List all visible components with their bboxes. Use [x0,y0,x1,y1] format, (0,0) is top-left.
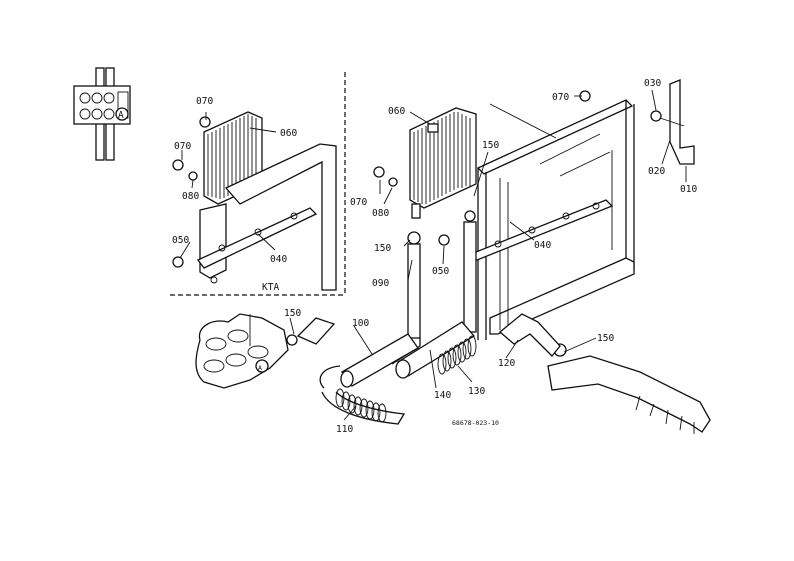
label-130: 130 [468,386,485,397]
spring-130 [437,335,477,375]
hose-140 [395,321,475,379]
label-150-right: 150 [597,333,614,344]
hose-110-spring [319,365,406,425]
main-oil-cooler [409,107,477,219]
drawing-code: 68678-023-10 [452,419,499,427]
inset-bracket-plate [196,143,337,291]
label-080-main: 080 [372,208,389,219]
pipe-right-150 [547,355,711,434]
label-060-main: 060 [388,106,405,117]
inset-leaders [179,112,277,259]
part-labels: 010 020 030 040 040 050 050 060 060 070 … [172,78,697,435]
label-070-inset-top: 070 [196,96,213,107]
label-020: 020 [648,166,665,177]
label-150-left: 150 [284,308,301,319]
label-010: 010 [680,184,697,195]
inset-label: KTA [262,282,279,293]
label-100: 100 [352,318,369,329]
inset-frame: KTA [170,72,346,296]
label-040-main: 040 [534,240,551,251]
inset-bolts [172,116,211,268]
main-fasteners [373,90,591,357]
legend-marker-a: A [118,110,124,121]
label-080-inset: 080 [182,191,199,202]
hose-100 [340,333,419,388]
valve-body-left: A [195,313,289,389]
label-060-inset: 060 [280,128,297,139]
label-090: 090 [372,278,389,289]
label-070-main-left: 070 [350,197,367,208]
label-150-main-mid: 150 [374,243,391,254]
pipe-left-150 [286,317,336,346]
label-110: 110 [336,424,353,435]
pipe-090 [379,243,421,365]
label-050-inset: 050 [172,235,189,246]
pipe-vertical [463,221,477,333]
label-150-main-top: 150 [482,140,499,151]
label-070-inset-left: 070 [174,141,191,152]
label-050-main: 050 [432,266,449,277]
side-bracket [650,79,695,165]
main-leaders [289,89,687,421]
label-140: 140 [434,390,451,401]
label-030: 030 [644,78,661,89]
label-120: 120 [498,358,515,369]
label-040-inset: 040 [270,254,287,265]
label-070-main-top: 070 [552,92,569,103]
valve-marker-a: A [258,364,262,372]
valve-icon: A [73,67,131,161]
main-bracket-bar [464,199,614,263]
